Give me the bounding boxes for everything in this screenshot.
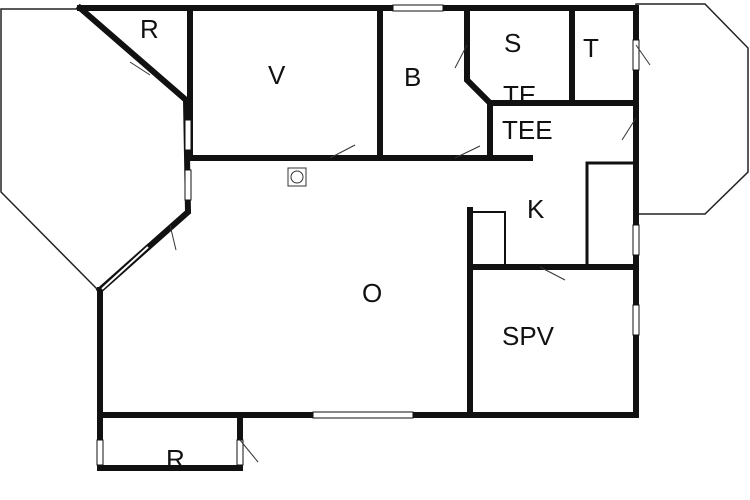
room-label-s: S	[504, 28, 521, 58]
walls	[75, 3, 639, 471]
doors	[129, 44, 651, 463]
right-terrace	[635, 3, 749, 215]
room-label-k: K	[527, 194, 545, 224]
room-label-r-bottom: R	[166, 444, 185, 474]
room-label-tee: TEE	[502, 115, 553, 145]
room-label-o: O	[362, 278, 382, 308]
room-label-te: TE	[503, 80, 536, 110]
room-label-b: B	[404, 62, 421, 92]
room-label-v: V	[268, 60, 286, 90]
room-label-t: T	[583, 33, 599, 63]
room-label-spv: SPV	[502, 321, 555, 351]
windows	[96, 4, 640, 466]
room-label-r-top: R	[140, 14, 159, 44]
chimney-icon	[287, 167, 307, 187]
